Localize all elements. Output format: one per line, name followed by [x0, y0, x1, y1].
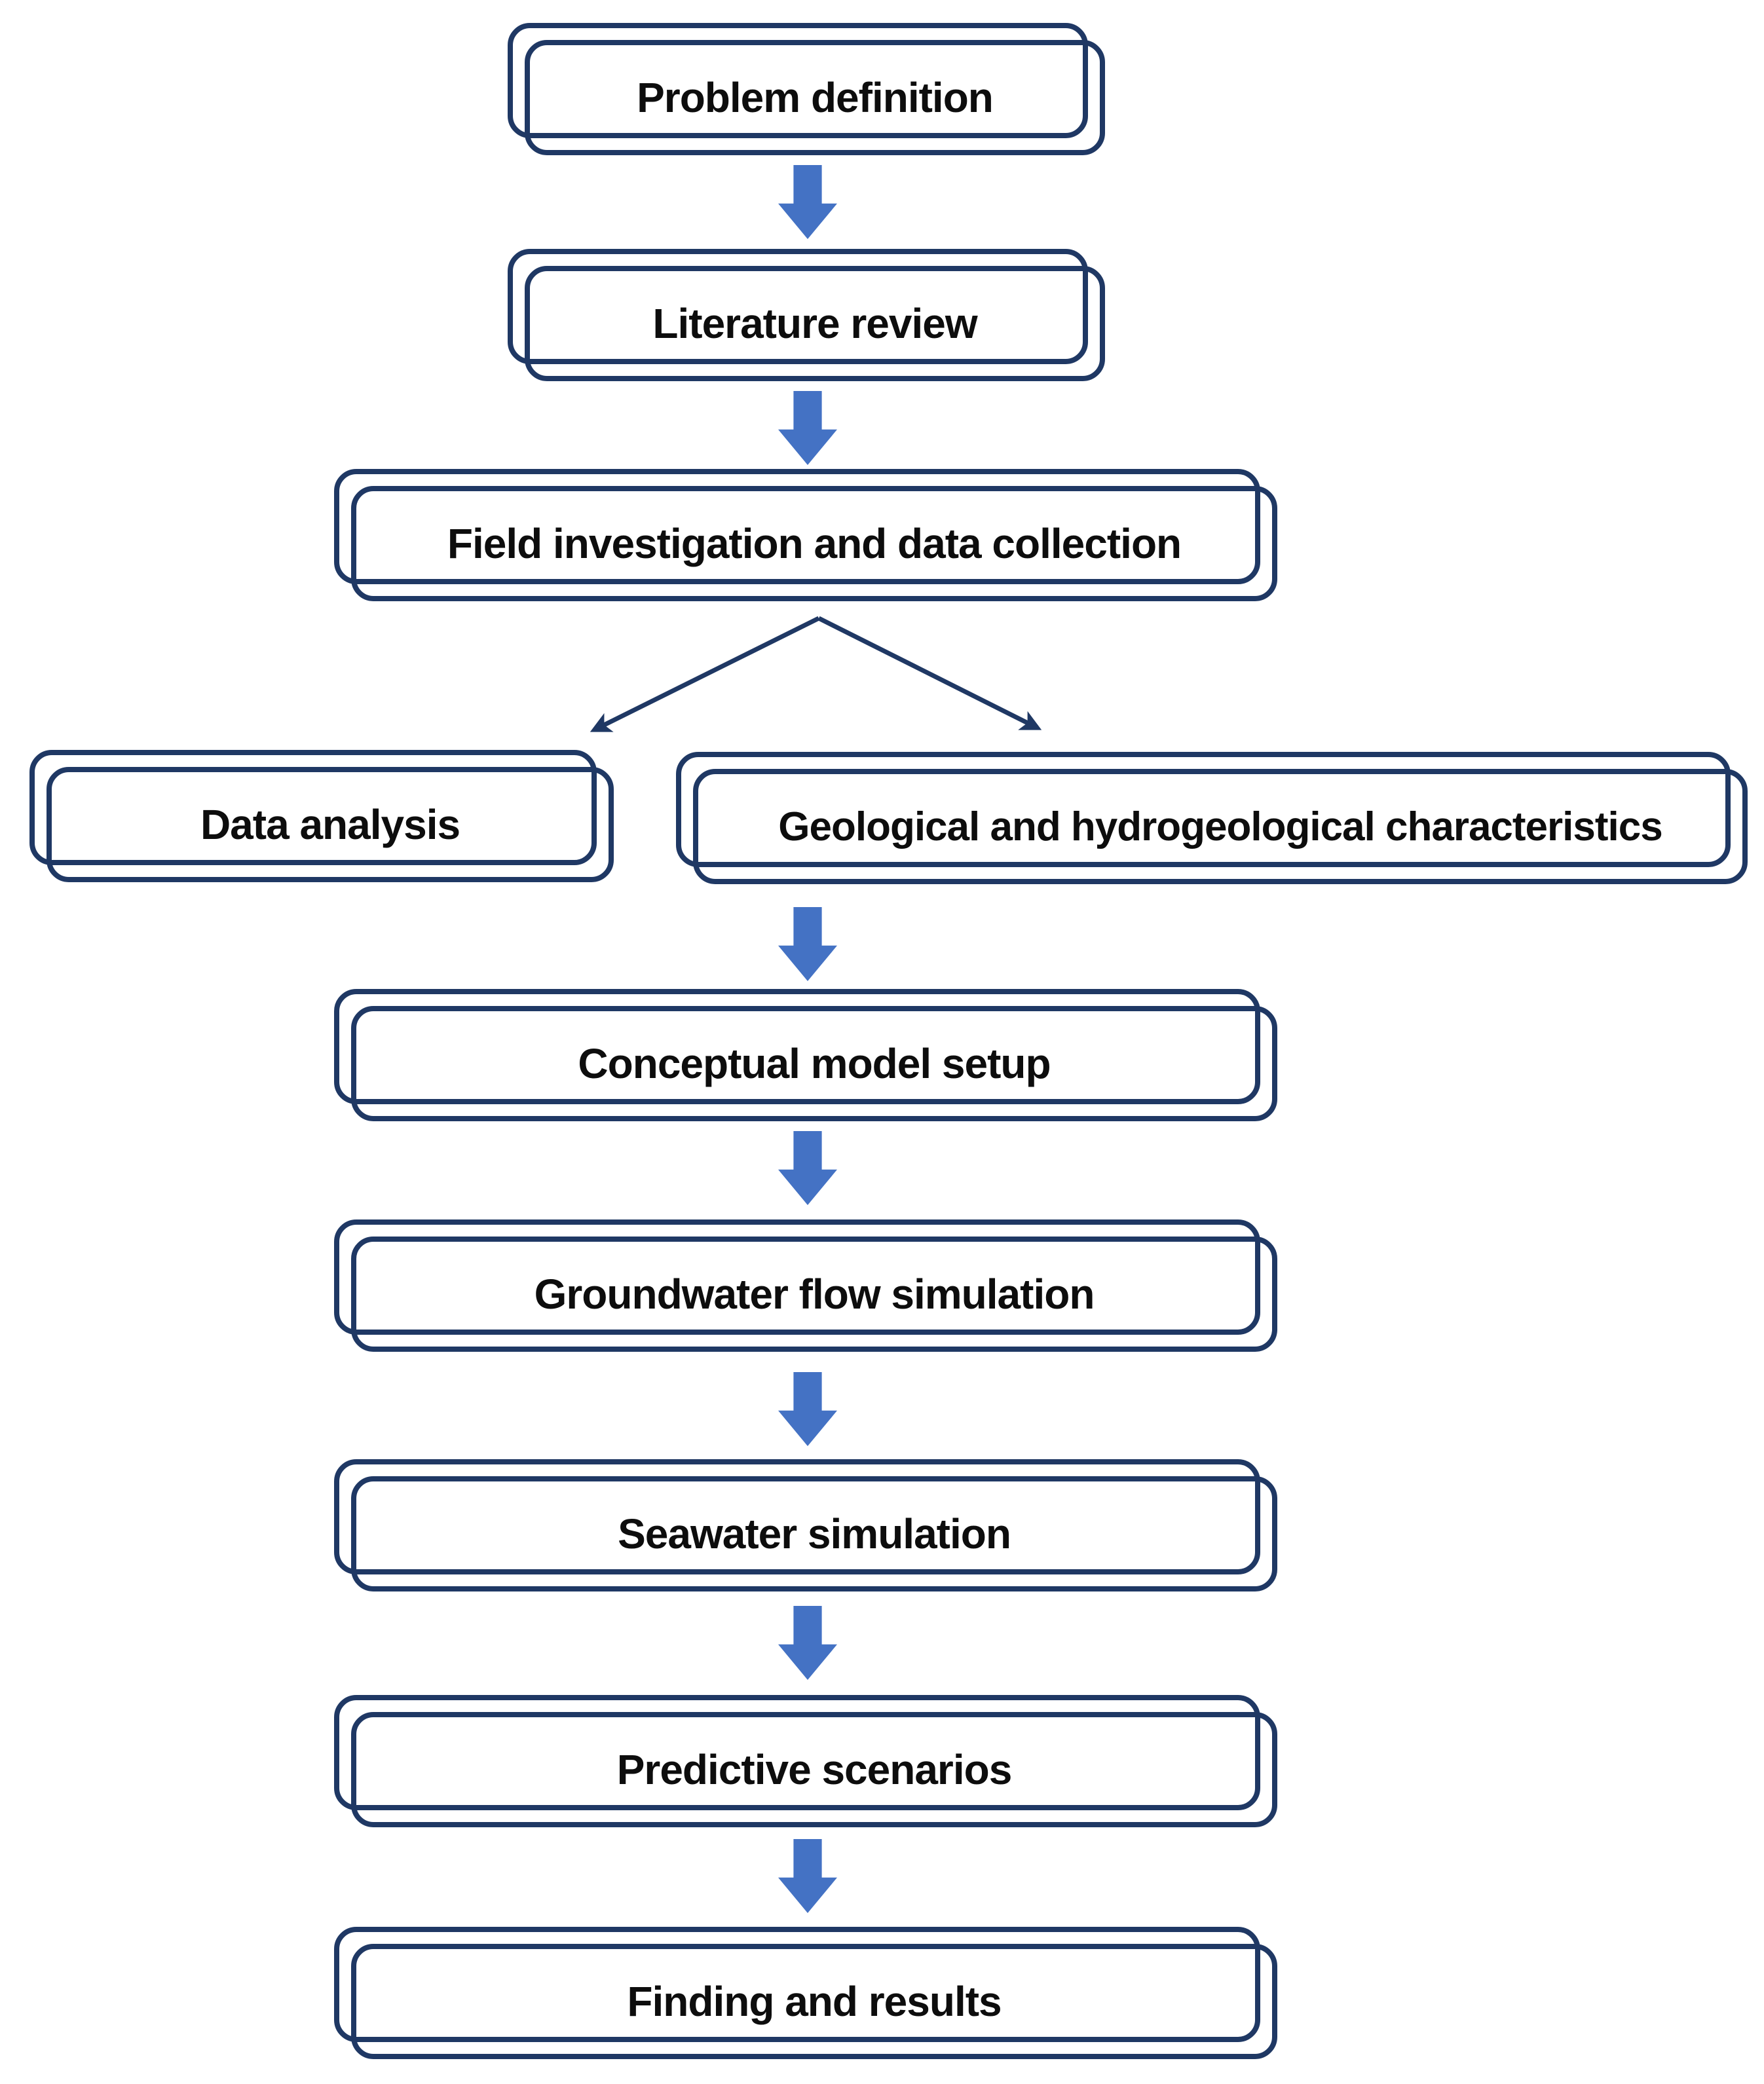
box-outline-front — [351, 1237, 1277, 1352]
box-outline-back — [334, 469, 1260, 584]
split-line-left — [590, 616, 820, 732]
box-outline-front — [351, 1006, 1277, 1121]
down-arrow — [778, 165, 837, 239]
box-outline-front — [525, 266, 1105, 381]
box-outline-back — [334, 1927, 1260, 2042]
down-arrow — [778, 1131, 837, 1205]
box-outline-front — [351, 1712, 1277, 1827]
box-outline-front — [47, 767, 614, 882]
flow-box-label: Geological and hydrogeological character… — [778, 804, 1662, 849]
box-outline-front — [351, 1944, 1277, 2059]
flow-box-predictive-scenarios: Predictive scenarios — [334, 1695, 1277, 1827]
down-arrow — [778, 1839, 837, 1913]
box-outline-back — [29, 750, 597, 865]
box-outline-front — [351, 1476, 1277, 1591]
box-outline-back — [508, 249, 1088, 364]
flow-box-seawater-simulation: Seawater simulation — [334, 1459, 1277, 1591]
flow-box-label: Conceptual model setup — [578, 1040, 1051, 1087]
flow-box-label: Seawater simulation — [618, 1510, 1011, 1557]
flow-box-label: Finding and results — [627, 1978, 1002, 2025]
flow-box-geological-characteristics: Geological and hydrogeological character… — [676, 752, 1748, 884]
down-arrow — [778, 907, 837, 981]
flow-box-label: Literature review — [652, 300, 977, 347]
flow-box-label: Predictive scenarios — [616, 1746, 1013, 1793]
flow-box-label: Groundwater flow simulation — [534, 1271, 1095, 1318]
box-outline-back — [508, 23, 1088, 138]
flow-box-label: Problem definition — [637, 74, 994, 121]
down-arrow — [778, 1372, 837, 1446]
box-outline-back — [334, 989, 1260, 1104]
box-outline-back — [334, 1695, 1260, 1810]
flow-box-literature-review: Literature review — [508, 249, 1105, 381]
flow-box-finding-results: Finding and results — [334, 1927, 1277, 2059]
down-arrow — [778, 1606, 837, 1680]
box-outline-front — [351, 486, 1277, 601]
flow-box-problem-definition: Problem definition — [508, 23, 1105, 155]
flow-box-data-analysis: Data analysis — [29, 750, 614, 882]
flow-box-label: Data analysis — [200, 801, 460, 848]
flow-box-label: Field investigation and data collection — [447, 520, 1182, 567]
split-connector — [590, 616, 1042, 732]
flow-box-groundwater-flow: Groundwater flow simulation — [334, 1219, 1277, 1352]
flow-box-field-investigation: Field investigation and data collection — [334, 469, 1277, 601]
box-outline-back — [676, 752, 1731, 867]
split-line-right — [817, 616, 1042, 730]
box-outline-front — [525, 40, 1105, 155]
flow-box-conceptual-model: Conceptual model setup — [334, 989, 1277, 1121]
box-outline-back — [334, 1459, 1260, 1574]
box-outline-front — [693, 769, 1748, 884]
box-outline-back — [334, 1219, 1260, 1335]
down-arrow — [778, 391, 837, 465]
